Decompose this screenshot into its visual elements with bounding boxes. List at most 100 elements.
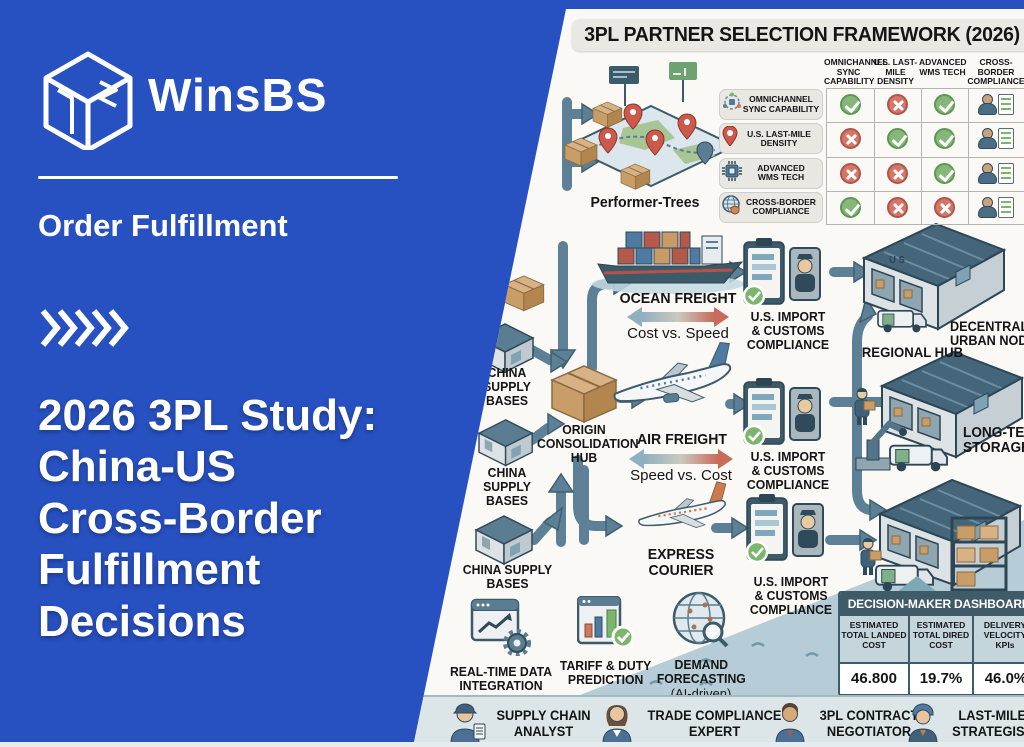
reviewer-icon [978,94,997,115]
matrix-cell [921,89,968,120]
matrix-cell [968,123,1024,154]
matrix-column-header: OMNICHANNEL SYNC CAPABILITY [824,57,888,87]
section-title: Order Fulfillment [38,208,288,243]
compliance-label-1: U.S. IMPORT & CUSTOMS COMPLIANCE [746,309,830,352]
urban-nodes-label: DECENTRALIZED URBAN NODES [950,319,1024,349]
china-base-3-illustration [475,515,533,565]
cost-speed-arrow [627,307,729,327]
express-courier-label: EXPRESS COURIER [647,546,715,579]
map-label: Performer-Trees [590,194,700,211]
check-icon [934,162,955,184]
woman-avatar [597,699,637,747]
tool-item: DEMAND FORECASTING(AI-driven) [650,591,752,702]
matrix-cell [921,123,968,154]
matrix-cell [921,158,968,189]
persona-label: SUPPLY CHAIN ANALYST [496,707,591,739]
matrix-cell [968,192,1024,223]
matrix-column-header: CROSS-BORDER COMPLIANCE [967,57,1024,87]
matrix-row-label: OMNICHANNEL SYNC CAPABILITY [742,94,820,114]
diamond-up [897,576,937,592]
matrix-gridline [826,224,1024,225]
compliance-label-2: U.S. IMPORT & CUSTOMS COMPLIANCE [746,449,830,492]
matrix-row-header: U.S. LAST-MILE DENSITY [719,123,823,155]
check-icon [934,94,955,115]
reviewer-icon [978,196,997,218]
checklist-icon [998,196,1014,218]
matrix-column-header: ADVANCED WMS TECH [919,57,967,77]
regional-hub-label: REGIONAL HUB [861,344,964,360]
decision-dashboard: DECISION-MAKER DASHBOARD ESTIMATED TOTAL… [838,591,1024,696]
persona-label: LAST-MILE STRATEGIST [952,707,1024,739]
long-term-storage-label: LONG-TERM STORAGE [963,425,1024,457]
persona-item: LAST-MILE STRATEGIST [903,699,1024,747]
parcel-illustration [503,275,545,312]
framework-title: 3PL PARTNER SELECTION FRAMEWORK (2026) [584,24,1020,46]
brand-name: WinsBS [148,69,328,121]
china-base-3-label: CHINA SUPPLY BASES [462,562,553,591]
matrix-row-header: OMNICHANNEL SYNC CAPABILITY [719,89,823,120]
man-avatar [770,699,810,747]
sync-icon [722,92,742,117]
chip-icon [722,160,742,186]
china-base-2-illustration [478,419,533,467]
persona-item: TRADE COMPLIANCE EXPERT [597,699,785,747]
speed-cost-arrow [629,449,733,469]
bottom-edge [0,742,1024,747]
tool-item: TARIFF & DUTY PREDICTION [547,595,665,688]
air-freight-plane-illustration [613,342,732,403]
checklist-icon [998,94,1014,115]
hardhat-avatar [903,699,943,747]
customs-compliance-icon-2 [742,376,822,448]
matrix-gridline [826,190,1024,192]
cross-icon [887,162,908,184]
china-base-2-label: CHINA SUPPLY BASES [483,465,531,508]
tool-label: DEMAND FORECASTING [656,657,746,687]
divider-line [38,176,398,179]
check-icon [934,128,955,150]
wave-marks [649,642,819,687]
express-plane-illustration [638,481,727,529]
cross-icon [934,196,955,218]
tool-item: REAL-TIME DATA INTEGRATION (API) [440,598,562,708]
persona-label: TRADE COMPLIANCE EXPERT [647,707,782,739]
matrix-cell [826,123,874,154]
cost-vs-speed-label: Cost vs. Speed [627,325,729,342]
chevrons-icon [40,309,129,347]
origin-hub-label: ORIGIN CONSOLIDATION HUB [537,422,639,465]
matrix-cell [826,192,874,223]
pallet-shelf-illustration [950,516,1008,592]
persona-label: 3PL CONTRACT NEGOTIATOR [819,707,919,739]
matrix-gridline [826,156,1024,158]
compliance-label-3: U.S. IMPORT & CUSTOMS COMPLIANCE [749,574,833,617]
dashboard-metric-value: 46.0% [974,664,1024,694]
check-icon [839,196,861,218]
hub-truck [877,309,927,334]
page-title: 2026 3PL Study: China-US Cross-Border Fu… [38,391,378,646]
check-icon [887,128,908,150]
matrix-cell [874,89,921,120]
reviewer-icon [978,162,997,184]
globe-search-icon [672,591,730,654]
matrix-cell [826,158,874,189]
urban-van [889,444,948,473]
customs-compliance-icon-3 [745,492,825,564]
customs-compliance-icon-1 [742,236,822,308]
checklist-icon [998,128,1014,150]
matrix-cell [874,123,921,154]
matrix-row-label: CROSS-BORDER COMPLIANCE [746,197,816,217]
dashboard-metric-header: ESTIMATED TOTAL LANDED COST [840,616,910,664]
china-base-1-label: CHINA SUPPLY BASES [483,365,531,408]
matrix-cell [826,89,874,120]
cross-icon [839,162,861,184]
matrix-row-header: CROSS-BORDER COMPLIANCE [719,191,823,223]
cross-icon [839,128,861,150]
matrix-cell [968,158,1024,189]
dashboard-title: DECISION-MAKER DASHBOARD [840,593,1024,616]
winsbs-logo-icon [43,51,133,150]
dashboard-metric-value: 19.7% [910,664,974,694]
cross-icon [887,94,908,115]
pin-icon [722,125,738,151]
